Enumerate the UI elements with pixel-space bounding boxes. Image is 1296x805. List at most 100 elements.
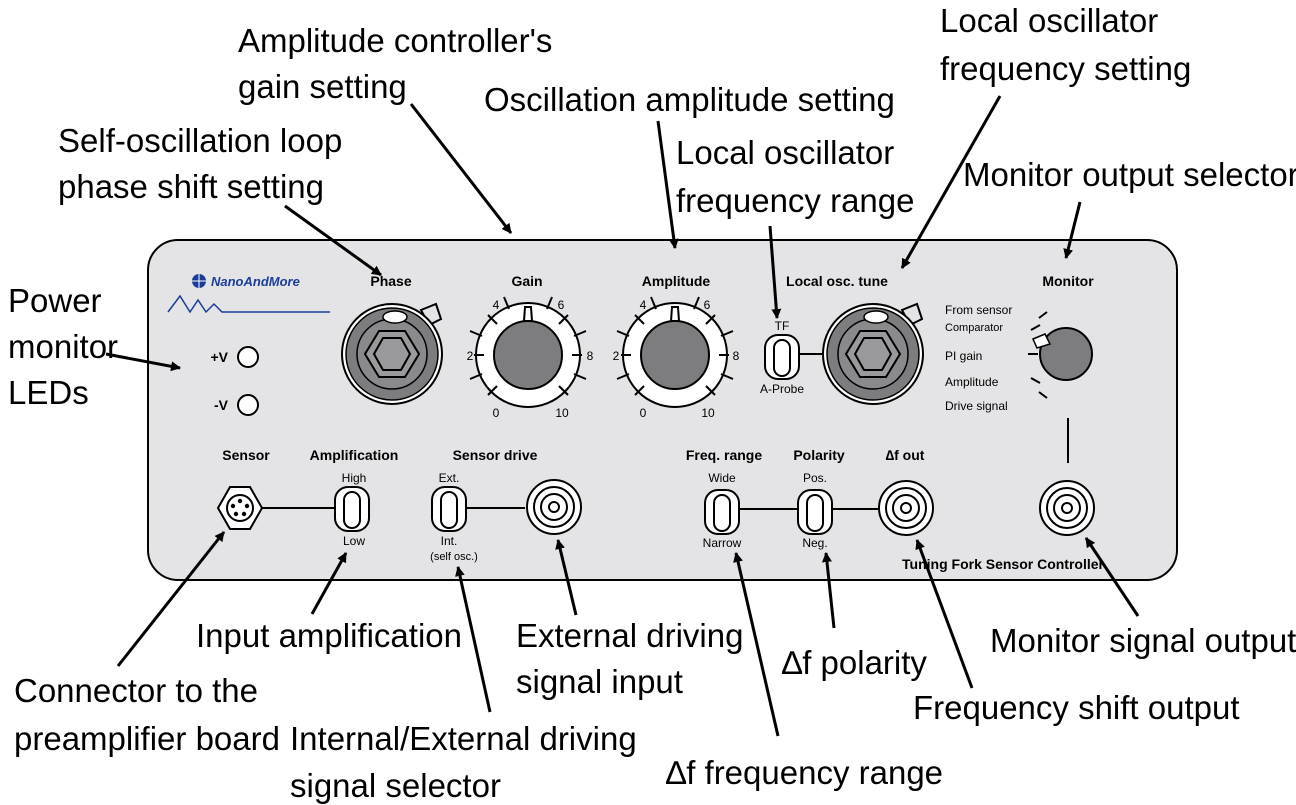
amplitude-scale-4: 4 — [640, 298, 647, 312]
polarity-neg-label: Neg. — [802, 536, 827, 550]
monitor-out-annotation: Monitor signal output — [990, 622, 1296, 659]
freq-range-narrow-label: Narrow — [703, 536, 742, 550]
monitor-selector-knob[interactable] — [1032, 327, 1093, 381]
freq-shift-out-annotation: Frequency shift output — [913, 689, 1240, 726]
phase-setting-annotation-1: Self-oscillation loop — [58, 122, 342, 159]
freq-range-label: Freq. range — [686, 447, 762, 463]
gain-label: Gain — [511, 273, 542, 289]
df-out-bnc[interactable] — [878, 480, 934, 536]
amplitude-scale-8: 8 — [733, 349, 740, 363]
local-osc-tune-knob[interactable] — [822, 302, 924, 405]
sensor-label: Sensor — [222, 447, 270, 463]
monitor-bnc[interactable] — [1039, 480, 1095, 536]
gain-scale-6: 6 — [558, 298, 565, 312]
gain-scale-4: 4 — [493, 298, 500, 312]
sensor-connector[interactable] — [216, 486, 264, 530]
connector-annotation-1: Connector to the — [14, 672, 258, 709]
arrow-int-ext — [455, 566, 492, 713]
lo-switch-top-label: TF — [775, 319, 790, 333]
arrow-df-polarity — [821, 552, 836, 629]
ext-input-annotation-1: External driving — [516, 617, 743, 654]
arrow-power-leds — [105, 352, 181, 372]
sensor-drive-toggle[interactable] — [431, 486, 467, 532]
plus-v-led — [237, 346, 259, 368]
power-leds-annotation-2: monitor — [8, 328, 118, 365]
gain-setting-annotation-1: Amplitude controller's — [238, 22, 552, 59]
polarity-pos-label: Pos. — [803, 471, 827, 485]
lo-range-annotation-1: Local oscillator — [676, 134, 894, 171]
input-amp-annotation: Input amplification — [196, 617, 462, 654]
monitor-option-pi-gain: PI gain — [945, 349, 982, 363]
monitor-option-from-sensor: From sensor — [945, 303, 1012, 317]
gain-scale-2: 2 — [467, 349, 474, 363]
gain-scale-8: 8 — [587, 349, 594, 363]
arrow-gain — [409, 103, 513, 234]
polarity-toggle[interactable] — [797, 489, 833, 535]
brand-logo: NanoAndMore — [167, 274, 330, 314]
monitor-label: Monitor — [1042, 273, 1094, 289]
arrow-lo-range — [768, 225, 782, 319]
sensor-drive-label: Sensor drive — [453, 447, 538, 463]
annotation-arrows — [105, 95, 1140, 737]
arrow-monitor-out — [1084, 537, 1140, 617]
gain-scale-10: 10 — [555, 406, 569, 420]
sensor-drive-ext-label: Ext. — [439, 471, 460, 485]
amplification-label: Amplification — [310, 447, 399, 463]
monitor-option-comparator: Comparator — [945, 322, 1003, 334]
amplification-low-label: Low — [343, 534, 365, 548]
arrow-connector — [116, 531, 226, 667]
minus-v-led — [237, 394, 259, 416]
amplitude-scale-2: 2 — [613, 349, 620, 363]
int-ext-annotation-2: signal selector — [290, 767, 501, 804]
arrow-amplitude — [656, 120, 679, 249]
df-out-label: ∆f out — [886, 447, 925, 463]
lo-range-toggle[interactable] — [764, 334, 800, 380]
brand-name: NanoAndMore — [211, 274, 300, 289]
connector-annotation-2: preamplifier board — [14, 720, 280, 757]
monitor-option-amplitude: Amplitude — [945, 375, 999, 389]
ext-input-annotation-2: signal input — [516, 663, 683, 700]
monitor-option-drive-signal: Drive signal — [945, 399, 1008, 413]
gain-setting-annotation-2: gain setting — [238, 68, 407, 105]
device-name: Tuning Fork Sensor Controller — [902, 556, 1105, 572]
plus-v-label: +V — [210, 349, 228, 365]
arrow-lo-freq — [900, 95, 1002, 269]
amplification-toggle[interactable] — [334, 486, 370, 532]
gain-scale-0: 0 — [493, 406, 500, 420]
sensor-drive-self-osc-label: (self osc.) — [430, 551, 478, 563]
minus-v-label: -V — [214, 397, 229, 413]
power-leds-annotation-1: Power — [8, 282, 102, 319]
arrow-phase — [284, 204, 382, 277]
amplitude-label: Amplitude — [642, 273, 711, 289]
sensor-drive-bnc[interactable] — [526, 479, 582, 535]
local-osc-tune-label: Local osc. tune — [786, 273, 888, 289]
arrow-input-amp — [310, 552, 348, 615]
amplitude-scale-10: 10 — [701, 406, 715, 420]
polarity-label: Polarity — [793, 447, 845, 463]
phase-knob[interactable] — [341, 302, 443, 405]
df-polarity-annotation: ∆f polarity — [782, 644, 927, 681]
front-panel — [147, 239, 1178, 581]
monitor-selector-annotation: Monitor output selector — [963, 156, 1296, 193]
power-leds-annotation-3: LEDs — [8, 374, 89, 411]
amplitude-scale-6: 6 — [704, 298, 711, 312]
sensor-drive-int-label: Int. — [441, 534, 458, 548]
df-range-annotation: ∆f frequency range — [666, 754, 943, 791]
phase-label: Phase — [370, 273, 411, 289]
freq-range-wide-label: Wide — [708, 471, 736, 485]
lo-freq-annotation-2: frequency setting — [940, 50, 1191, 87]
lo-range-annotation-2: frequency range — [676, 182, 915, 219]
arrow-ext-input — [555, 539, 578, 616]
amplitude-scale-0: 0 — [640, 406, 647, 420]
phase-setting-annotation-2: phase shift setting — [58, 168, 324, 205]
amplitude-setting-annotation: Oscillation amplitude setting — [484, 81, 895, 118]
lo-switch-bottom-label: A-Probe — [760, 382, 804, 396]
int-ext-annotation-1: Internal/External driving — [290, 720, 637, 757]
lo-freq-annotation-1: Local oscillator — [940, 2, 1158, 39]
arrow-freq-shift-out — [915, 539, 974, 689]
arrow-df-range — [733, 552, 780, 737]
freq-range-toggle[interactable] — [704, 489, 740, 535]
arrow-monitor-selector — [1063, 201, 1082, 259]
